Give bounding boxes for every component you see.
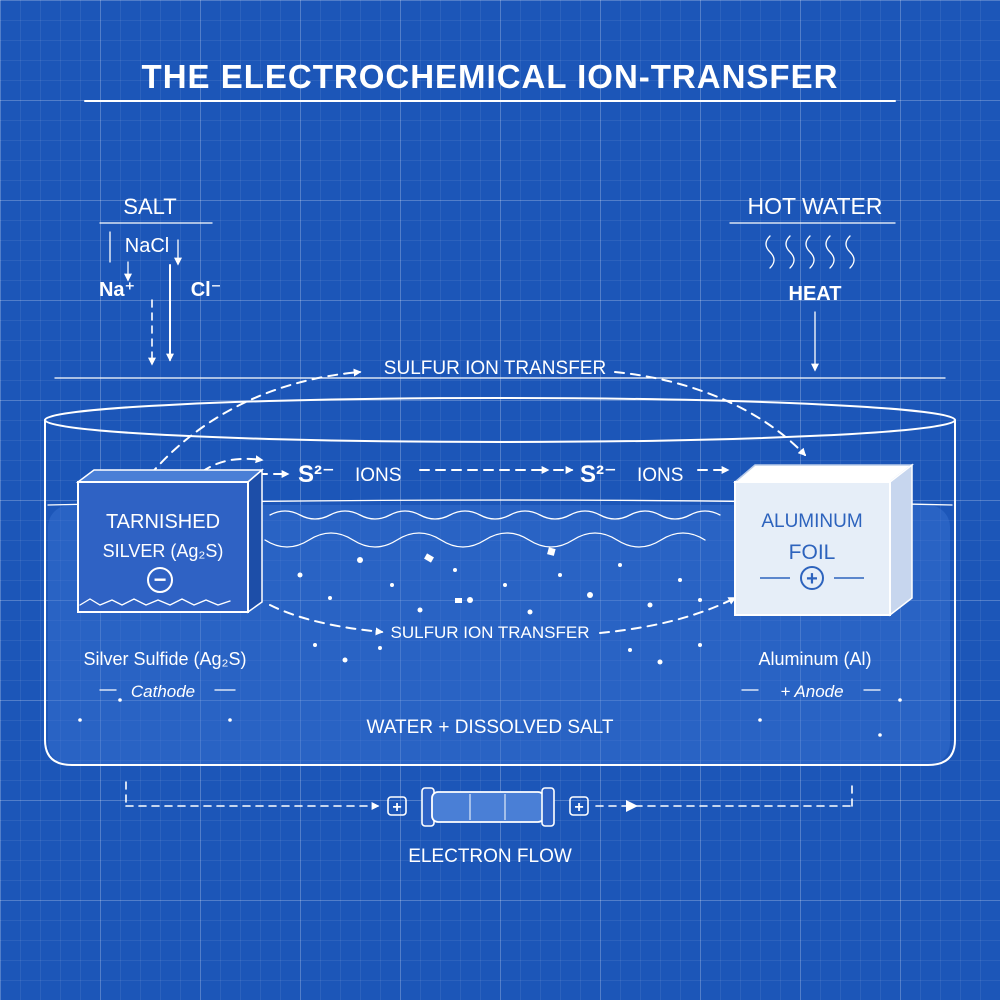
cathode-title-line2: SILVER (Ag₂S): [103, 541, 224, 561]
cathode-rough-edge: [79, 598, 231, 606]
steam-icon: [765, 235, 855, 269]
right-terminal-icon: [569, 796, 589, 816]
sodium-ion-label: Na⁺: [99, 279, 135, 301]
wave-2: [264, 532, 706, 548]
electron-flow-label: ELECTRON FLOW: [408, 846, 572, 867]
anode-title-line1: ALUMINUM: [761, 511, 862, 532]
tank-rim: [44, 397, 956, 443]
salt-formula: NaCl: [125, 235, 169, 257]
cathode-top-face: [75, 469, 265, 483]
left-terminal-sign: +: [392, 799, 401, 816]
wave-1: [269, 510, 721, 520]
top-transfer-label: SULFUR ION TRANSFER: [384, 358, 606, 379]
page-title: THE ELECTROCHEMICAL ION-TRANSFER: [142, 58, 839, 95]
anode-sign: +: [806, 568, 818, 590]
ions-label-1: IONS: [355, 465, 401, 486]
heat-group: HOT WATER HEAT: [729, 193, 896, 372]
left-terminal-icon: [387, 796, 407, 816]
anode-title-line2: FOIL: [789, 541, 836, 564]
top-transfer-arc-left: [149, 368, 362, 476]
battery-icon: [421, 787, 555, 827]
sulfide-ion-symbol-2: S²⁻: [580, 461, 617, 488]
hot-water-label: HOT WATER: [747, 193, 882, 219]
tank-outline: [44, 419, 956, 766]
heat-label: HEAT: [789, 283, 842, 305]
bottom-transfer-arrow-right: [599, 597, 737, 634]
ions-label-2: IONS: [637, 465, 683, 486]
cathode-sign: −: [154, 567, 167, 592]
bottom-transfer-label: SULFUR ION TRANSFER: [391, 623, 590, 642]
anode-block: ALUMINUM FOIL +: [732, 463, 915, 617]
solution-label: WATER + DISSOLVED SALT: [367, 717, 614, 738]
right-terminal-sign: +: [574, 799, 583, 816]
cathode-compound-label: Silver Sulfide (Ag₂S): [83, 649, 246, 669]
anode-front-face: [734, 481, 891, 616]
salt-group: SALT NaCl Na⁺ Cl⁻: [99, 194, 222, 366]
positive-terminal-icon: [800, 566, 824, 590]
sulfide-ion-symbol-1: S²⁻: [298, 461, 335, 488]
bottom-transfer-arrow-left: [269, 604, 384, 636]
negative-terminal-icon: [147, 567, 173, 593]
salt-label: SALT: [123, 194, 176, 219]
anode-role-label: + Anode: [780, 682, 843, 701]
top-transfer-arc-right: [614, 371, 807, 457]
anode-top-face: [732, 464, 915, 483]
cathode-title-line1: TARNISHED: [106, 511, 220, 533]
salt-particles: [78, 547, 902, 737]
chloride-ion-label: Cl⁻: [191, 279, 222, 301]
cathode-block: TARNISHED SILVER (Ag₂S) −: [75, 468, 265, 614]
water-body: [48, 505, 950, 765]
cathode-role-label: Cathode: [131, 682, 195, 701]
anode-compound-label: Aluminum (Al): [758, 649, 871, 669]
electron-flow-circuit: + +: [125, 781, 853, 827]
anode-side-face: [889, 463, 913, 617]
cathode-side-face: [247, 468, 263, 614]
cathode-front-face: [77, 481, 249, 613]
